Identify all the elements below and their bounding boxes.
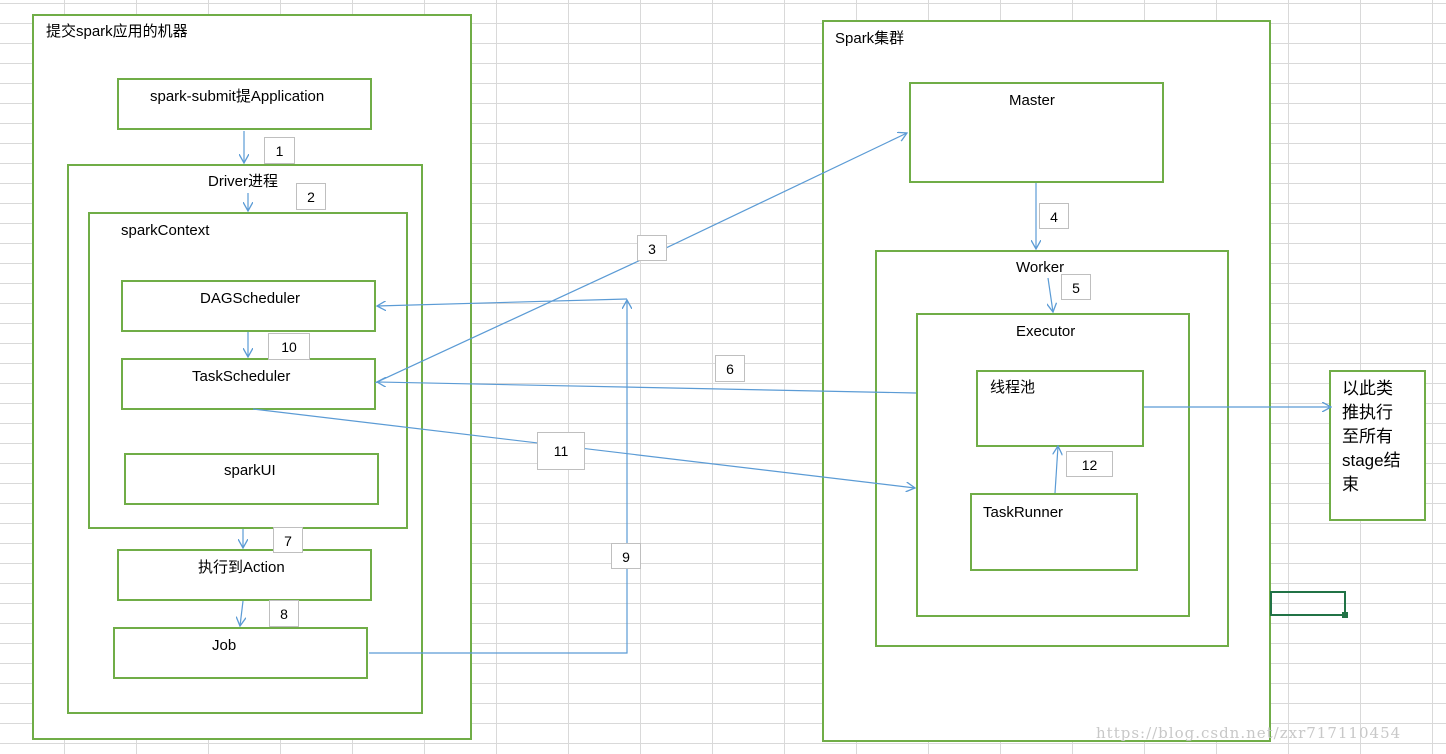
job-label: Job xyxy=(212,637,237,654)
spark-submit-label: spark-submit提Application xyxy=(150,88,325,105)
spark-submit-box xyxy=(117,78,372,130)
executor-box xyxy=(916,313,1190,617)
fill-handle[interactable] xyxy=(1342,612,1348,618)
step-2: 2 xyxy=(296,183,326,210)
step-1: 1 xyxy=(264,137,295,164)
step-4: 4 xyxy=(1039,203,1069,229)
master-label: Master xyxy=(1009,92,1055,109)
step-10: 10 xyxy=(268,333,310,360)
step-8: 8 xyxy=(269,600,299,627)
thread-pool-box xyxy=(976,370,1144,447)
job-box xyxy=(113,627,368,679)
step-5: 5 xyxy=(1061,274,1091,300)
spark-cluster-title: Spark集群 xyxy=(835,30,905,47)
task-runner-box xyxy=(970,493,1138,571)
step-9: 9 xyxy=(611,543,641,569)
step-6: 6 xyxy=(715,355,745,382)
result-note-text: 以此类推执行至所有stage结束 xyxy=(1342,379,1401,494)
step-11: 11 xyxy=(537,432,585,470)
dag-scheduler-label: DAGScheduler xyxy=(200,290,301,307)
result-note-box xyxy=(1329,370,1426,521)
master-box xyxy=(909,82,1164,183)
worker-label: Worker xyxy=(1016,259,1065,276)
step-12: 12 xyxy=(1066,451,1113,477)
submit-machine-title: 提交spark应用的机器 xyxy=(46,23,188,40)
watermark: https://blog.csdn.net/zxr717110454 xyxy=(1096,724,1402,742)
dag-scheduler-box xyxy=(121,280,376,332)
task-scheduler-box xyxy=(121,358,376,410)
executor-label: Executor xyxy=(1016,323,1076,340)
task-scheduler-label: TaskScheduler xyxy=(192,368,291,385)
action-label: 执行到Action xyxy=(198,559,285,576)
driver-process-label: Driver进程 xyxy=(208,173,278,190)
spark-ui-label: sparkUI xyxy=(224,462,276,479)
step-3: 3 xyxy=(637,235,667,261)
selected-cell[interactable] xyxy=(1270,591,1346,616)
thread-pool-label: 线程池 xyxy=(990,379,1036,396)
spark-context-label: sparkContext xyxy=(121,222,210,239)
action-box xyxy=(117,549,372,601)
step-7: 7 xyxy=(273,527,303,553)
task-runner-label: TaskRunner xyxy=(983,504,1064,521)
